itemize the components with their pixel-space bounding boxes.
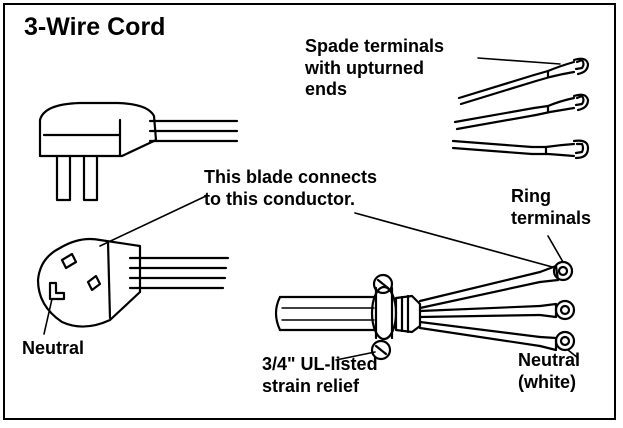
blade-leader-line xyxy=(99,195,207,247)
plug-face-view xyxy=(36,237,230,335)
spade-terminals-label: Spade terminals with upturned ends xyxy=(305,36,445,100)
neutral-slot-label: Neutral xyxy=(22,338,85,358)
ring-terminal-cord xyxy=(274,212,579,361)
blade-connects-label: This blade connects to this conductor. xyxy=(204,167,378,209)
spade-terminals xyxy=(451,57,590,160)
strain-relief-label: 3/4" UL-listed strain relief xyxy=(262,354,378,396)
neutral-white-label: Neutral (white) xyxy=(518,350,581,392)
diagram-title: 3-Wire Cord xyxy=(24,13,166,41)
diagram-frame xyxy=(3,3,616,420)
plug-side-view xyxy=(38,101,239,202)
ring-terminals-label: Ring terminals xyxy=(511,186,592,228)
